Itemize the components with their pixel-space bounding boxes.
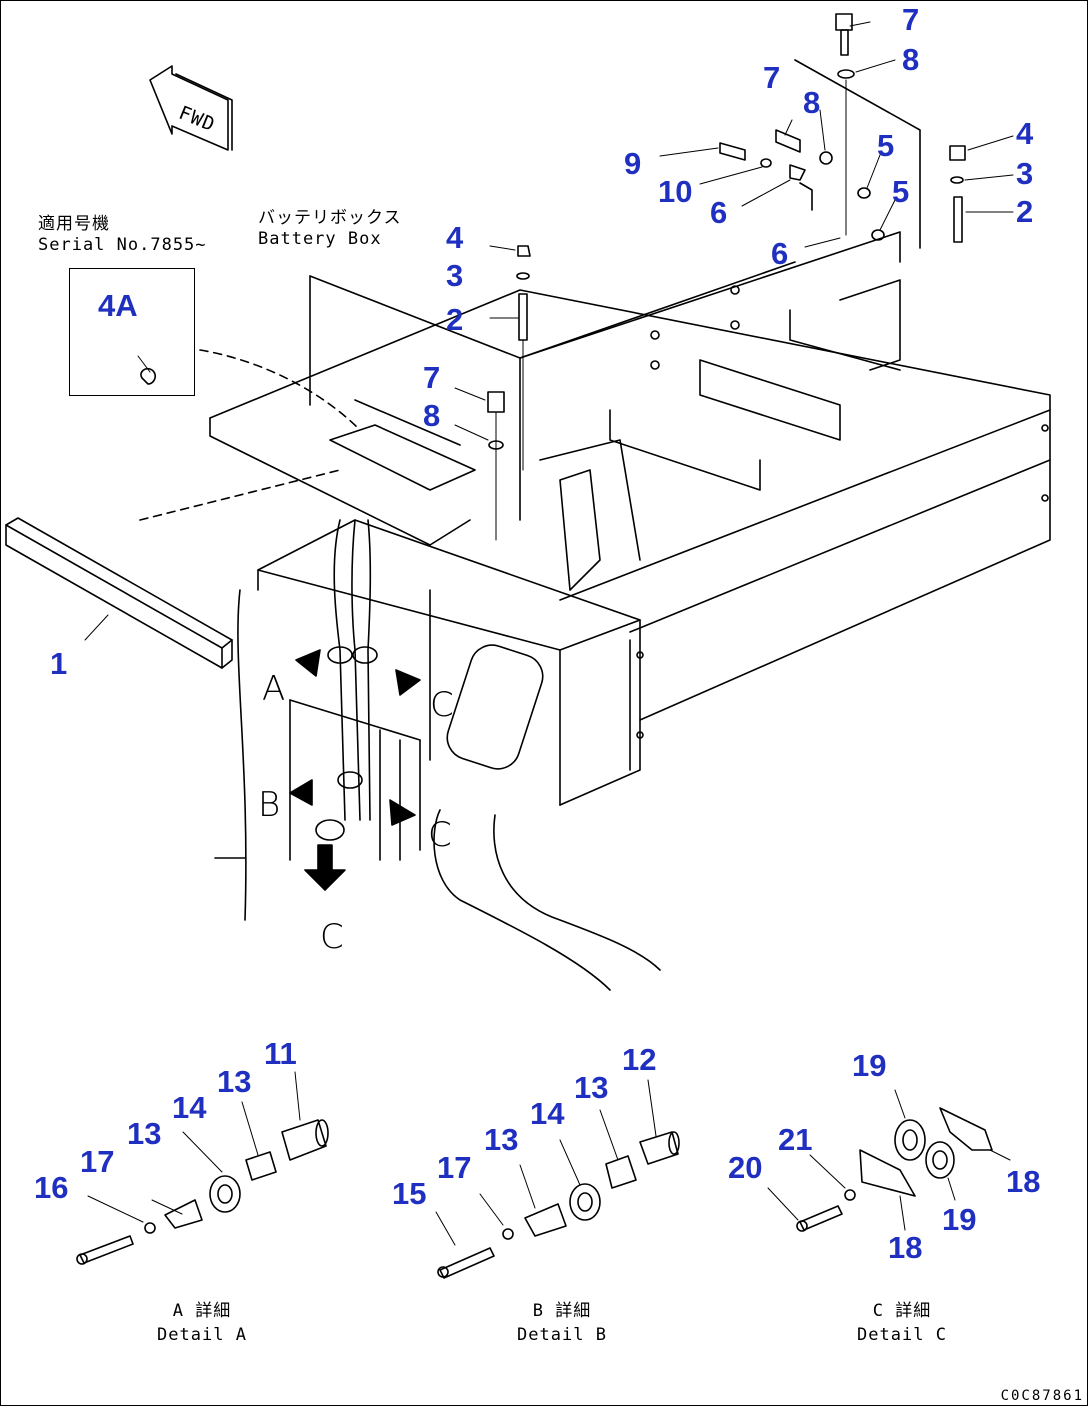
drawing-code: C0C87861 <box>1000 1388 1084 1404</box>
detail-a-caption-en: Detail A <box>157 1324 247 1345</box>
callout: 13 <box>127 1116 162 1151</box>
battery-tray <box>329 399 476 546</box>
detail-a-caption: A 詳細 Detail A <box>112 1300 292 1348</box>
detail-c-caption-en: Detail C <box>857 1324 947 1345</box>
serial-note-en: Serial No.7855~ <box>38 235 207 256</box>
callout: 19 <box>852 1048 887 1083</box>
callout: 3 <box>1016 156 1034 191</box>
fwd-arrow-icon <box>149 65 233 151</box>
callout: 2 <box>1016 194 1034 229</box>
callout: 7 <box>763 60 781 95</box>
callout: 7 <box>423 360 441 395</box>
callout: 16 <box>34 1170 69 1205</box>
view-letter: C <box>320 917 344 957</box>
callout: 12 <box>622 1042 657 1077</box>
callout: 18 <box>888 1230 923 1265</box>
serial-note-jp: 適用号機 <box>38 214 110 234</box>
callout: 17 <box>80 1144 115 1179</box>
callout: 8 <box>803 85 821 120</box>
detail-b-caption-en: Detail B <box>517 1324 607 1345</box>
callout: 8 <box>423 398 441 433</box>
battery-box-note-en: Battery Box <box>258 229 382 250</box>
view-letter: B <box>258 785 281 825</box>
callout: 21 <box>778 1122 813 1157</box>
hidden-line <box>139 349 361 521</box>
callout: 17 <box>437 1150 472 1185</box>
callout: 13 <box>217 1064 252 1099</box>
callout: 19 <box>942 1202 977 1237</box>
callout: 6 <box>710 195 728 230</box>
callout: 11 <box>264 1036 297 1071</box>
callout: 10 <box>658 174 693 209</box>
callout: 18 <box>1006 1164 1041 1199</box>
battery-box-body <box>209 59 1051 806</box>
callout: 4 <box>446 220 464 255</box>
callout: 1 <box>50 646 68 681</box>
callout: 15 <box>392 1176 427 1211</box>
callout: 5 <box>877 128 895 163</box>
callout: 5 <box>892 174 910 209</box>
detail-b-parts <box>435 1079 680 1279</box>
view-arrow-icon <box>289 649 421 891</box>
callout: 6 <box>771 236 789 271</box>
view-letter: A <box>262 669 286 709</box>
callout: 20 <box>728 1150 763 1185</box>
detail-c-caption-jp: C 詳細 <box>872 1301 932 1321</box>
cable-harness <box>214 519 661 991</box>
bar-part <box>5 517 233 669</box>
hardware-parts <box>487 13 966 541</box>
detail-c-parts <box>767 1089 1011 1232</box>
callout: 4 <box>1016 116 1034 151</box>
detail-a-caption-jp: A 詳細 <box>172 1301 232 1321</box>
callout: 8 <box>902 42 920 77</box>
callout-4a: 4A <box>98 288 138 323</box>
detail-a-parts <box>76 1071 329 1265</box>
view-letter: C <box>428 815 452 855</box>
detail-c-caption: C 詳細 Detail C <box>812 1300 992 1348</box>
detail-b-caption: B 詳細 Detail B <box>472 1300 652 1348</box>
callout: 2 <box>446 302 464 337</box>
leader-lines <box>84 21 1014 641</box>
serial-note: 適用号機 Serial No.7855~ <box>38 214 207 257</box>
battery-box-note-jp: バッテリボックス <box>258 208 402 228</box>
callout: 7 <box>902 2 920 37</box>
inset-bracket-icon <box>140 367 157 385</box>
callout: 3 <box>446 258 464 293</box>
detail-b-caption-jp: B 詳細 <box>532 1301 592 1321</box>
inset-detail-box <box>69 268 195 396</box>
view-letter: C <box>430 685 454 725</box>
callout: 9 <box>624 146 642 181</box>
callout: 14 <box>530 1096 565 1131</box>
battery-box-note: バッテリボックス Battery Box <box>258 208 402 251</box>
callout: 13 <box>574 1070 609 1105</box>
callout: 13 <box>484 1122 519 1157</box>
callout: 14 <box>172 1090 207 1125</box>
